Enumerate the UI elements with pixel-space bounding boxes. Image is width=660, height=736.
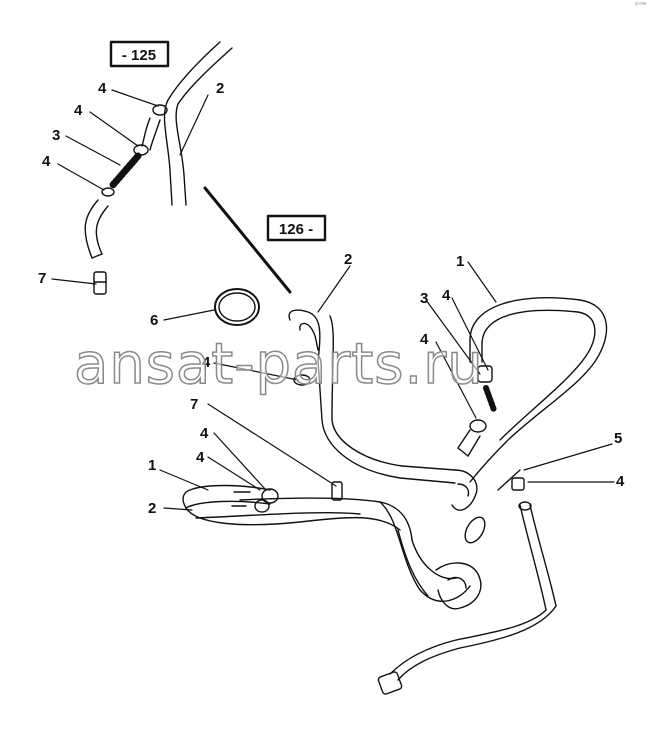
callout-4: 4	[74, 102, 83, 119]
callout-labels: 4 2 4 3 4 7 2 1 6 4 3 4 4 7 4 5 4 1 4 2 …	[38, 47, 625, 517]
callout-3: 3	[52, 127, 60, 144]
callout-7: 7	[38, 270, 46, 287]
callout-5: 5	[614, 430, 622, 447]
callout-4: 4	[442, 287, 451, 304]
frame-126-label: 126 -	[279, 221, 313, 238]
callout-2: 2	[148, 500, 156, 517]
callout-1: 1	[456, 253, 464, 270]
callout-4: 4	[98, 80, 107, 97]
callout-4: 4	[420, 331, 429, 348]
corner-mark: ᵖ ⁿⁿⁿ	[635, 2, 647, 8]
upper-hose-assembly	[84, 41, 233, 295]
callout-4: 4	[42, 153, 51, 170]
callout-7: 7	[190, 396, 198, 413]
callout-3: 3	[420, 290, 428, 307]
callout-4: 4	[196, 449, 205, 466]
callout-4: 4	[202, 354, 211, 371]
callout-2: 2	[216, 80, 224, 97]
callout-1: 1	[148, 457, 156, 474]
view-link-line	[203, 186, 292, 294]
frame-125	[109, 40, 170, 68]
leader-lines	[51, 89, 615, 511]
main-hose-assembly	[182, 288, 608, 695]
callout-4: 4	[200, 425, 209, 442]
frame-126	[266, 214, 327, 242]
callout-6: 6	[150, 312, 158, 329]
frame-125-label: - 125	[122, 47, 156, 64]
callout-4: 4	[616, 473, 625, 490]
callout-2: 2	[344, 251, 352, 268]
